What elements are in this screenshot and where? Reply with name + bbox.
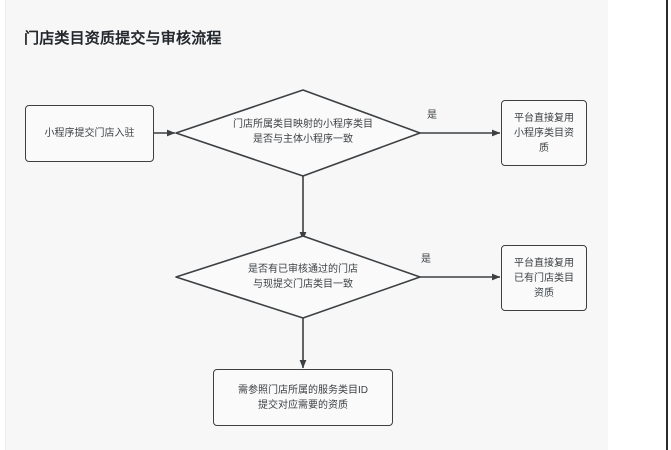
node-result-1[interactable]: 平台直接复用 小程序类目资 质 — [501, 100, 587, 166]
node-decision-1-line-2: 是否与主体小程序一致 — [253, 134, 353, 145]
node-decision-1-line-1: 门店所属类目映射的小程序类目 — [233, 119, 373, 130]
node-start[interactable]: 小程序提交门店入驻 — [25, 105, 154, 162]
node-result-3[interactable]: 需参照门店所属的服务类目ID 提交对应需要的资质 — [213, 369, 393, 426]
node-start-line-1: 小程序提交门店入驻 — [44, 128, 135, 139]
node-result-3-line-1: 需参照门店所属的服务类目ID — [238, 384, 368, 396]
canvas-left-rule — [5, 0, 6, 450]
page-right-border — [666, 0, 668, 450]
node-result-2-line-1: 平台直接复用 — [514, 257, 574, 269]
edge-label-decision-2-yes: 是 — [421, 254, 431, 265]
node-decision-2-line-1: 是否有已审核通过的门店 — [248, 264, 358, 275]
node-decision-2-line-2: 与现提交门店类目一致 — [253, 279, 353, 290]
node-result-1-line-2: 小程序类目资 — [514, 127, 574, 139]
node-result-2-line-3: 资质 — [534, 287, 554, 299]
node-decision-2-label: 是否有已审核通过的门店 与现提交门店类目一致 — [176, 262, 430, 292]
node-result-2-line-2: 已有门店类目 — [514, 272, 574, 284]
node-result-1-line-3: 质 — [539, 142, 549, 154]
node-result-2[interactable]: 平台直接复用 已有门店类目 资质 — [501, 245, 587, 311]
edge-label-decision-1-yes: 是 — [427, 110, 437, 121]
node-result-1-line-1: 平台直接复用 — [514, 112, 574, 124]
node-decision-1-label: 门店所属类目映射的小程序类目 是否与主体小程序一致 — [176, 117, 430, 147]
page-title: 门店类目资质提交与审核流程 — [24, 30, 222, 47]
node-result-3-line-2: 提交对应需要的资质 — [258, 399, 348, 411]
